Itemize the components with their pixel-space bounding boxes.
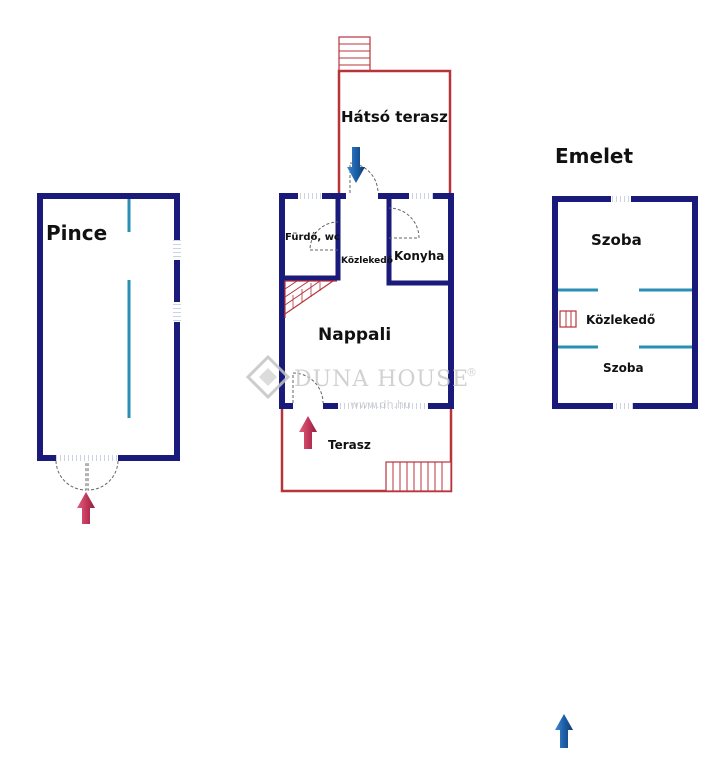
watermark-logo-inner-icon xyxy=(259,368,277,386)
upper-title: Emelet xyxy=(555,144,633,168)
watermark: DUNA HOUSE ® www.dh.hu xyxy=(245,354,478,411)
front-door-opening xyxy=(293,403,323,409)
back-entry-arrow-icon xyxy=(347,147,365,183)
front-entry-arrow-icon xyxy=(299,416,317,449)
watermark-brand: DUNA HOUSE xyxy=(294,367,469,392)
watermark-logo-icon xyxy=(245,354,291,400)
front-stairs xyxy=(385,461,452,492)
cellar-door-swing xyxy=(87,460,119,491)
north-arrow-icon xyxy=(555,714,573,748)
cellar-door-swing xyxy=(55,460,87,491)
upper-room-top-label: Szoba xyxy=(591,231,642,249)
upper-hallway-label: Közlekedő xyxy=(586,313,655,327)
watermark-registered: ® xyxy=(466,366,478,379)
back-door-swing xyxy=(349,162,379,194)
ground-hallway-label: Közlekedő xyxy=(341,256,393,266)
kitchen-label: Konyha xyxy=(394,249,444,263)
kitchen-wall xyxy=(386,196,451,286)
window xyxy=(409,193,433,199)
kitchen-door-swing xyxy=(388,207,420,239)
back-door-opening xyxy=(346,193,378,199)
window xyxy=(611,196,631,202)
window xyxy=(338,403,428,409)
inner-staircase xyxy=(284,280,337,318)
bathroom-door-swing xyxy=(309,221,339,251)
upper-plan: Emelet Szoba Közlekedő Szoba xyxy=(552,144,698,409)
window xyxy=(298,193,322,199)
back-stairs xyxy=(338,36,371,72)
bathroom-label: Fürdő, wc xyxy=(285,231,340,243)
back-terrace-label: Hátsó terasz xyxy=(341,108,448,126)
watermark-url: www.dh.hu xyxy=(350,398,411,411)
upper-stair-landing xyxy=(559,310,577,328)
bathroom-wall xyxy=(282,196,341,281)
window xyxy=(613,403,633,409)
front-door-swing xyxy=(292,372,324,404)
ground-plan: Hátsó terasz Terasz xyxy=(279,36,454,493)
cellar-plan: Pince xyxy=(37,193,181,491)
front-terrace-outline xyxy=(280,406,453,493)
upper-room-bottom-label: Szoba xyxy=(603,361,644,375)
cellar-window xyxy=(173,302,181,322)
cellar-title: Pince xyxy=(46,221,107,245)
terrace-label: Terasz xyxy=(328,438,371,452)
cellar-window xyxy=(173,240,181,260)
entry-arrow-icon xyxy=(77,492,95,524)
living-room-label: Nappali xyxy=(318,325,391,345)
cellar-door-opening xyxy=(56,455,118,461)
